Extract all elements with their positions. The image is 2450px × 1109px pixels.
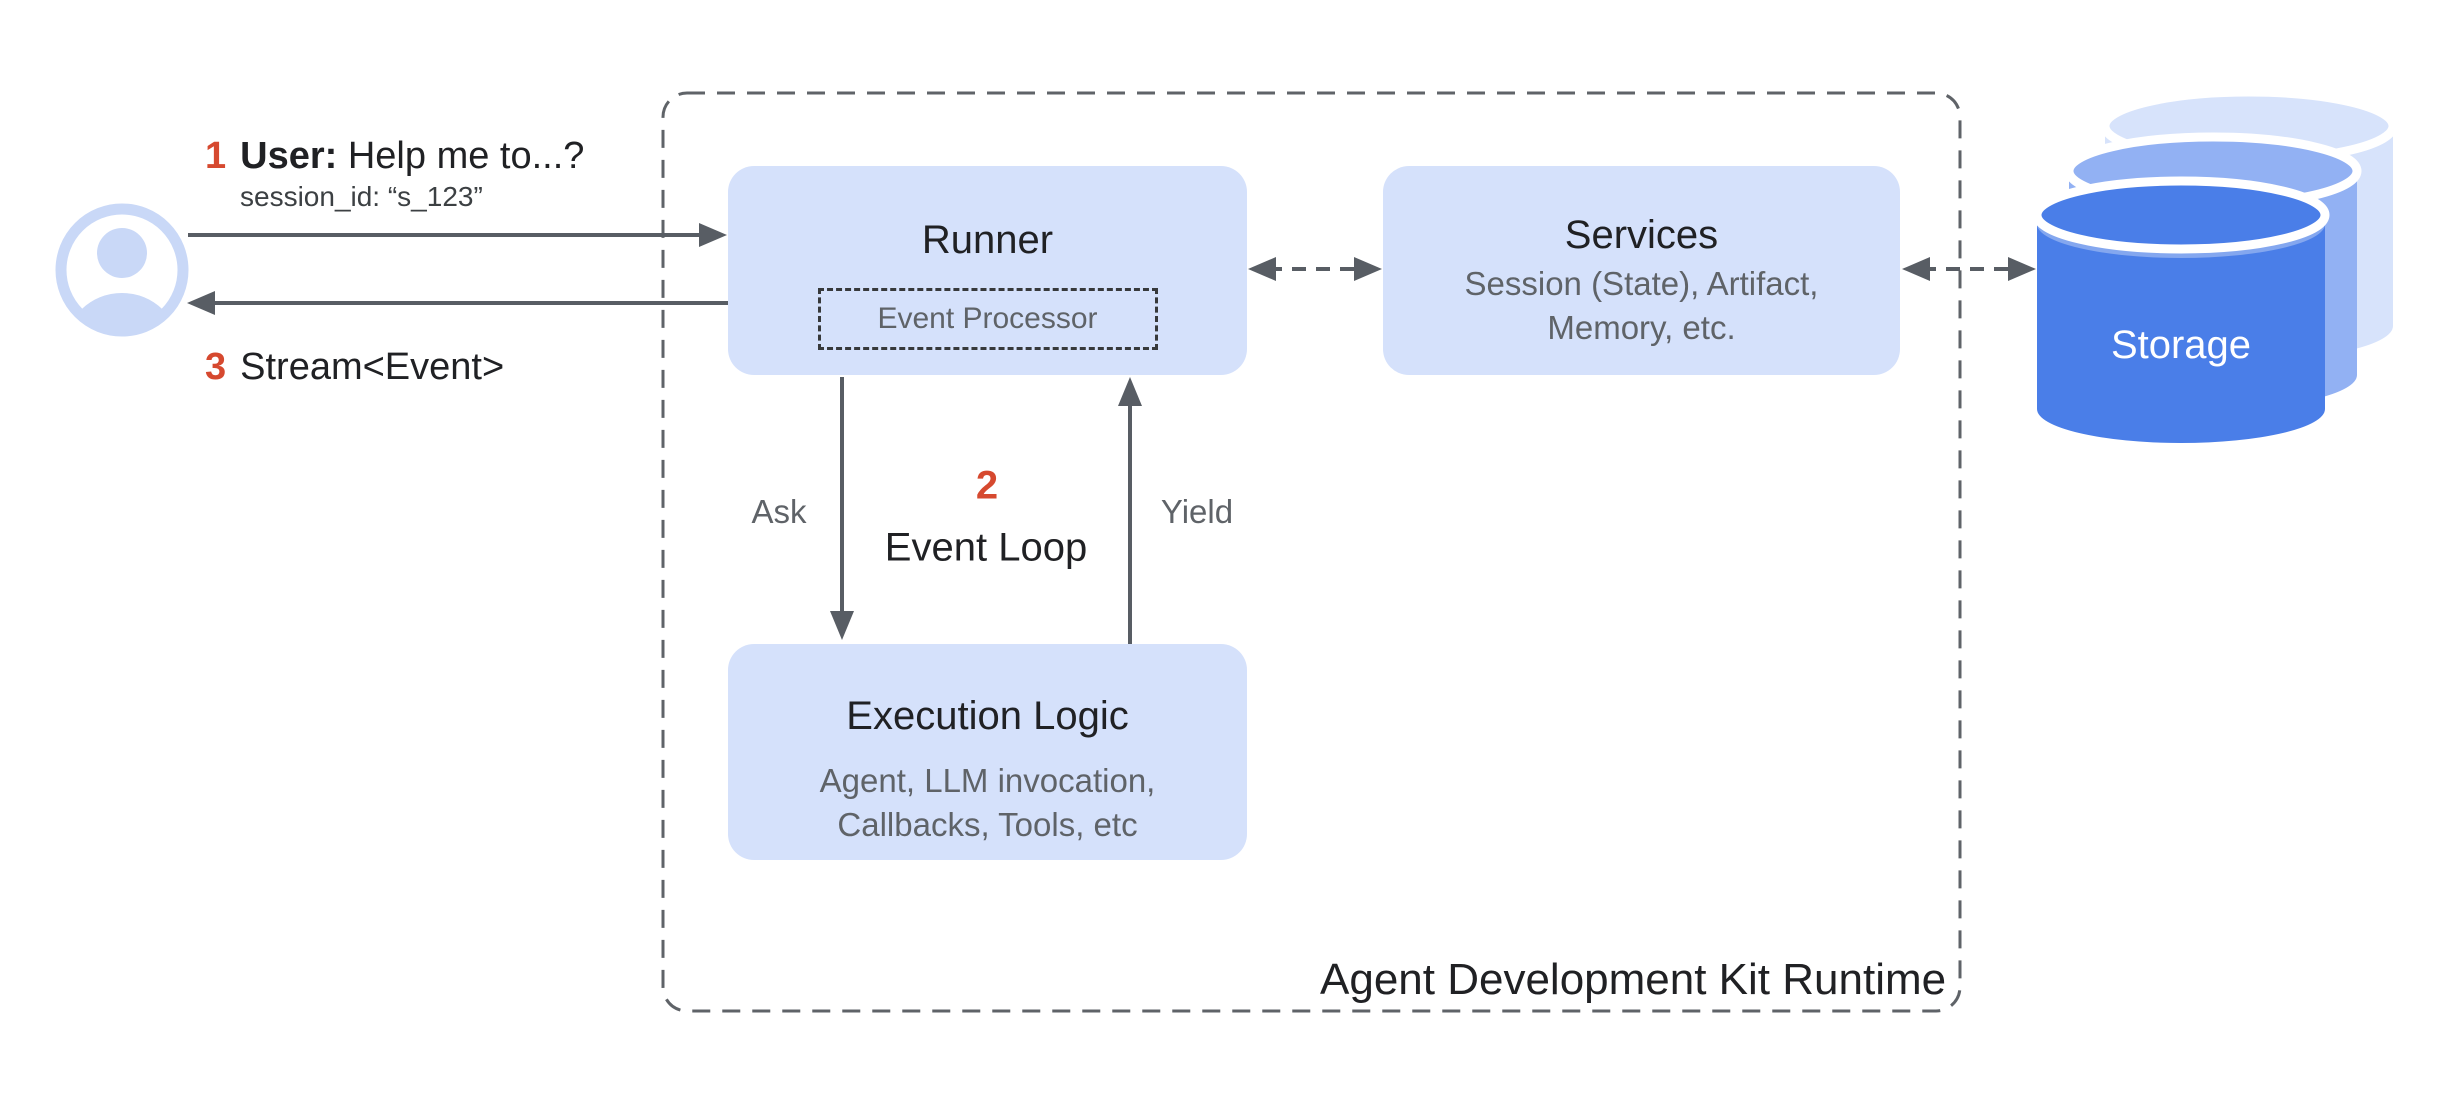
execution-subtitle-line2: Callbacks, Tools, etc: [837, 806, 1138, 843]
services-subtitle-line1: Session (State), Artifact,: [1464, 265, 1819, 302]
adk-runtime-dashed-border: [661, 91, 1962, 1013]
arrow-user-to-runner: [188, 223, 727, 247]
services-title: Services: [1564, 213, 1719, 257]
step1-number: 1: [205, 135, 227, 177]
step1-text: Help me to...?: [347, 135, 585, 177]
execution-logic-node: Execution Logic Agent, LLM invocation, C…: [728, 644, 1247, 860]
event-processor-label: Event Processor: [877, 302, 1098, 335]
yield-label: Yield: [1160, 493, 1234, 530]
step3-number: 3: [205, 346, 227, 388]
arrow-yield-up: [1118, 377, 1142, 644]
services-node: Services Session (State), Artifact, Memo…: [1383, 166, 1900, 375]
arrow-runner-to-user: [187, 291, 728, 315]
event-processor-box: Event Processor: [817, 288, 1158, 350]
services-subtitle-line2: Memory, etc.: [1547, 309, 1736, 346]
adk-runtime-label: Agent Development Kit Runtime: [1320, 955, 1947, 1004]
step1-speaker: User:: [240, 135, 338, 177]
user-avatar-icon: [55, 203, 189, 337]
services-subtitle: Session (State), Artifact, Memory, etc.: [1383, 262, 1900, 350]
step2-number: 2: [975, 463, 999, 508]
execution-subtitle-line1: Agent, LLM invocation,: [819, 762, 1156, 799]
storage-cylinders-icon: Storage: [2032, 87, 2398, 443]
step1-annotation: 1 User: Help me to...?: [205, 134, 584, 178]
ask-label: Ask: [751, 493, 807, 530]
arrow-runner-services: [1248, 257, 1382, 281]
runner-node: Runner Event Processor: [728, 166, 1247, 375]
storage-label: Storage: [2111, 323, 2251, 367]
step3-text: Stream<Event>: [240, 346, 505, 388]
arrow-services-storage: [1902, 257, 2036, 281]
event-loop-label: Event Loop: [884, 525, 1088, 570]
execution-logic-subtitle: Agent, LLM invocation, Callbacks, Tools,…: [728, 759, 1247, 847]
runner-title: Runner: [921, 218, 1054, 262]
arrow-ask-down: [830, 377, 854, 640]
execution-logic-title: Execution Logic: [846, 694, 1129, 738]
storage-cylinder-front: Storage: [2032, 176, 2330, 443]
step3-annotation: 3 Stream<Event>: [205, 345, 504, 389]
session-id-annotation: session_id: “s_123”: [240, 181, 483, 212]
